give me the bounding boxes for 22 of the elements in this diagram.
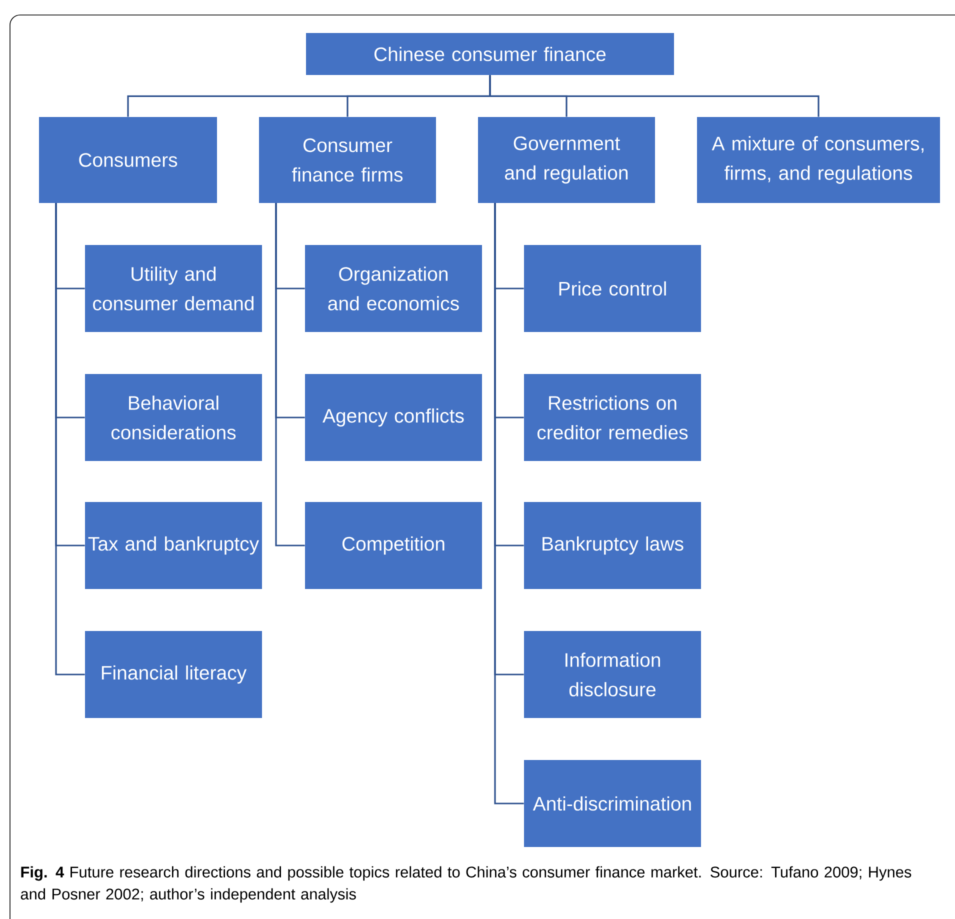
topic-box: Chinese consumer finance <box>306 33 674 75</box>
topic-box: Bankruptcy laws <box>524 502 701 589</box>
topic-box: Utility and consumer demand <box>85 245 262 332</box>
topic-box: Consumers <box>39 117 217 203</box>
topic-box: Consumer finance firms <box>259 117 436 203</box>
topic-box: Organization and economics <box>305 245 482 332</box>
topic-box: Government and regulation <box>478 117 655 203</box>
topic-box: Anti-discrimination <box>524 760 701 847</box>
topic-box: Behavioral considerations <box>85 374 262 461</box>
topic-box: Competition <box>305 502 482 589</box>
connector-line <box>275 203 305 546</box>
topic-box: Restrictions on creditor remedies <box>524 374 701 461</box>
connector-line <box>494 203 524 804</box>
topic-box: Agency conflicts <box>305 374 482 461</box>
connector-line <box>55 203 85 676</box>
topic-box: A mixture of consumers, firms, and regulations <box>697 117 940 203</box>
caption: Fig. 4 Future research directions and possible topics related to China’s consumer finance market. Source: Tufano 2009; Hynes and Posner 2002; author’s independent analysis <box>20 866 912 903</box>
topic-box: Tax and bankruptcy <box>85 502 262 589</box>
topic-box: Financial literacy <box>85 631 262 718</box>
topic-box: Information disclosure <box>524 631 701 718</box>
connector-line <box>489 75 820 117</box>
topic-box: Price control <box>524 245 701 332</box>
